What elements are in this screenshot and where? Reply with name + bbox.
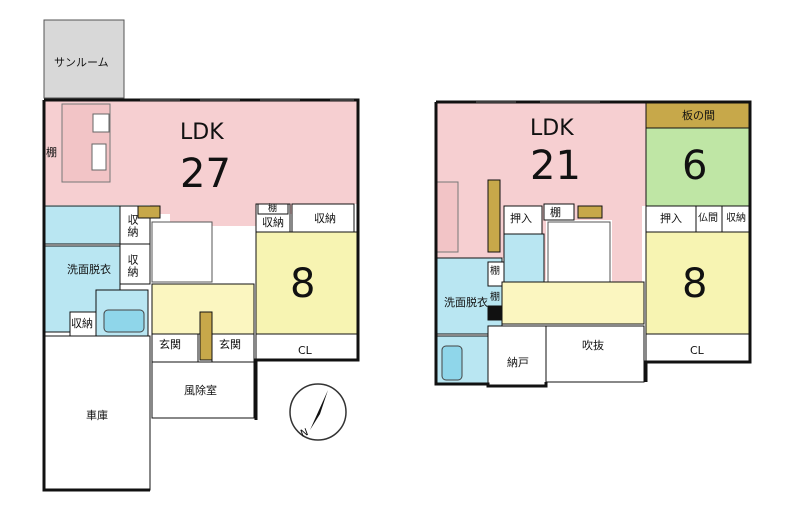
- tana-2f-a: [543, 203, 575, 221]
- genkan-right: [211, 333, 255, 363]
- bathtub-2f: [441, 345, 463, 381]
- label-tana-2f-c: 棚: [490, 292, 500, 303]
- fukinuke-area: [545, 325, 645, 383]
- label-ldk-21-size: 21: [530, 143, 581, 189]
- stove: [92, 113, 110, 133]
- tana-2f-b: [487, 261, 505, 287]
- room-8-1f: [255, 231, 359, 335]
- label-nando: 納戸: [507, 356, 529, 369]
- genkan-left: [151, 333, 199, 363]
- label-fujoshitsu: 風除室: [184, 384, 217, 397]
- black-block-2f: [487, 305, 503, 321]
- label-oshiire-2f-a: 押入: [510, 212, 532, 225]
- label-shuno-1f-c: 収納: [126, 214, 139, 238]
- toilet-1f: [43, 205, 121, 245]
- hall-2f: [501, 281, 645, 325]
- closet-2f: [645, 333, 751, 363]
- label-shuno-1f-b: 収納: [314, 212, 336, 225]
- stair-2f: [547, 221, 611, 283]
- label-oshiire-2f-b: 押入: [660, 212, 682, 225]
- label-ldk-27-size: 27: [180, 151, 231, 197]
- counter-wall-2f: [487, 179, 501, 253]
- stair-1f: [151, 221, 213, 283]
- storage-1f-b: [119, 243, 151, 285]
- label-garage: 車庫: [86, 409, 108, 422]
- label-senmen-1f: 洗面脱衣: [67, 263, 111, 276]
- label-ldk-21: LDK: [530, 116, 574, 141]
- label-fukinuke: 吹抜: [582, 339, 604, 352]
- room-8-2f: [645, 231, 751, 335]
- toilet-2f: [503, 233, 545, 285]
- label-genkan-right: 玄関: [219, 338, 241, 351]
- label-tana-small-1f: 棚: [268, 204, 278, 214]
- nando-area: [487, 325, 547, 387]
- label-cl-2f: CL: [690, 344, 704, 357]
- label-butsuma: 仏間: [698, 213, 718, 224]
- sunroom-area: [43, 19, 125, 99]
- label-room-8-2f: 8: [682, 261, 708, 307]
- label-genkan-left: 玄関: [159, 338, 181, 351]
- label-shuno-2f: 収納: [726, 213, 746, 224]
- shuno-1f-top2: [291, 203, 355, 233]
- bathtub-1f: [103, 309, 145, 333]
- shuno-2f: [721, 205, 751, 233]
- label-cl-1f: CL: [298, 344, 312, 357]
- ldk-27-area: [44, 100, 358, 282]
- label-shuno-1f-d: 収納: [126, 254, 139, 278]
- label-room-8-1f: 8: [290, 261, 316, 307]
- garage-area: [43, 335, 151, 491]
- fujoshitsu-area: [151, 361, 255, 419]
- label-washitsu-6: 6: [682, 143, 708, 189]
- label-ldk-27: LDK: [180, 120, 224, 145]
- label-shuno-1f-e: 収納: [71, 317, 93, 330]
- compass: [289, 383, 347, 441]
- shelf-accent-2f: [577, 205, 603, 219]
- sink: [91, 143, 107, 171]
- label-itanoma: 板の間: [682, 109, 715, 122]
- tana-1f-top: [257, 203, 289, 215]
- genkan-step: [199, 311, 213, 361]
- small-shelf-1f: [137, 205, 161, 219]
- label-senmen-2f: 洗面脱衣: [444, 296, 488, 309]
- label-tana-1f: 棚: [46, 146, 57, 159]
- closet-1f: [255, 333, 359, 361]
- label-tana-2f-b: 棚: [490, 266, 500, 277]
- label-shuno-1f-a: 収納: [262, 216, 284, 229]
- label-tana-2f-a: 棚: [550, 206, 561, 219]
- oshiire-2f-a: [503, 205, 543, 235]
- kitchen-counter-2f: [435, 181, 459, 253]
- label-sunroom: サンルーム: [54, 56, 109, 69]
- butsuma-area: [695, 205, 723, 233]
